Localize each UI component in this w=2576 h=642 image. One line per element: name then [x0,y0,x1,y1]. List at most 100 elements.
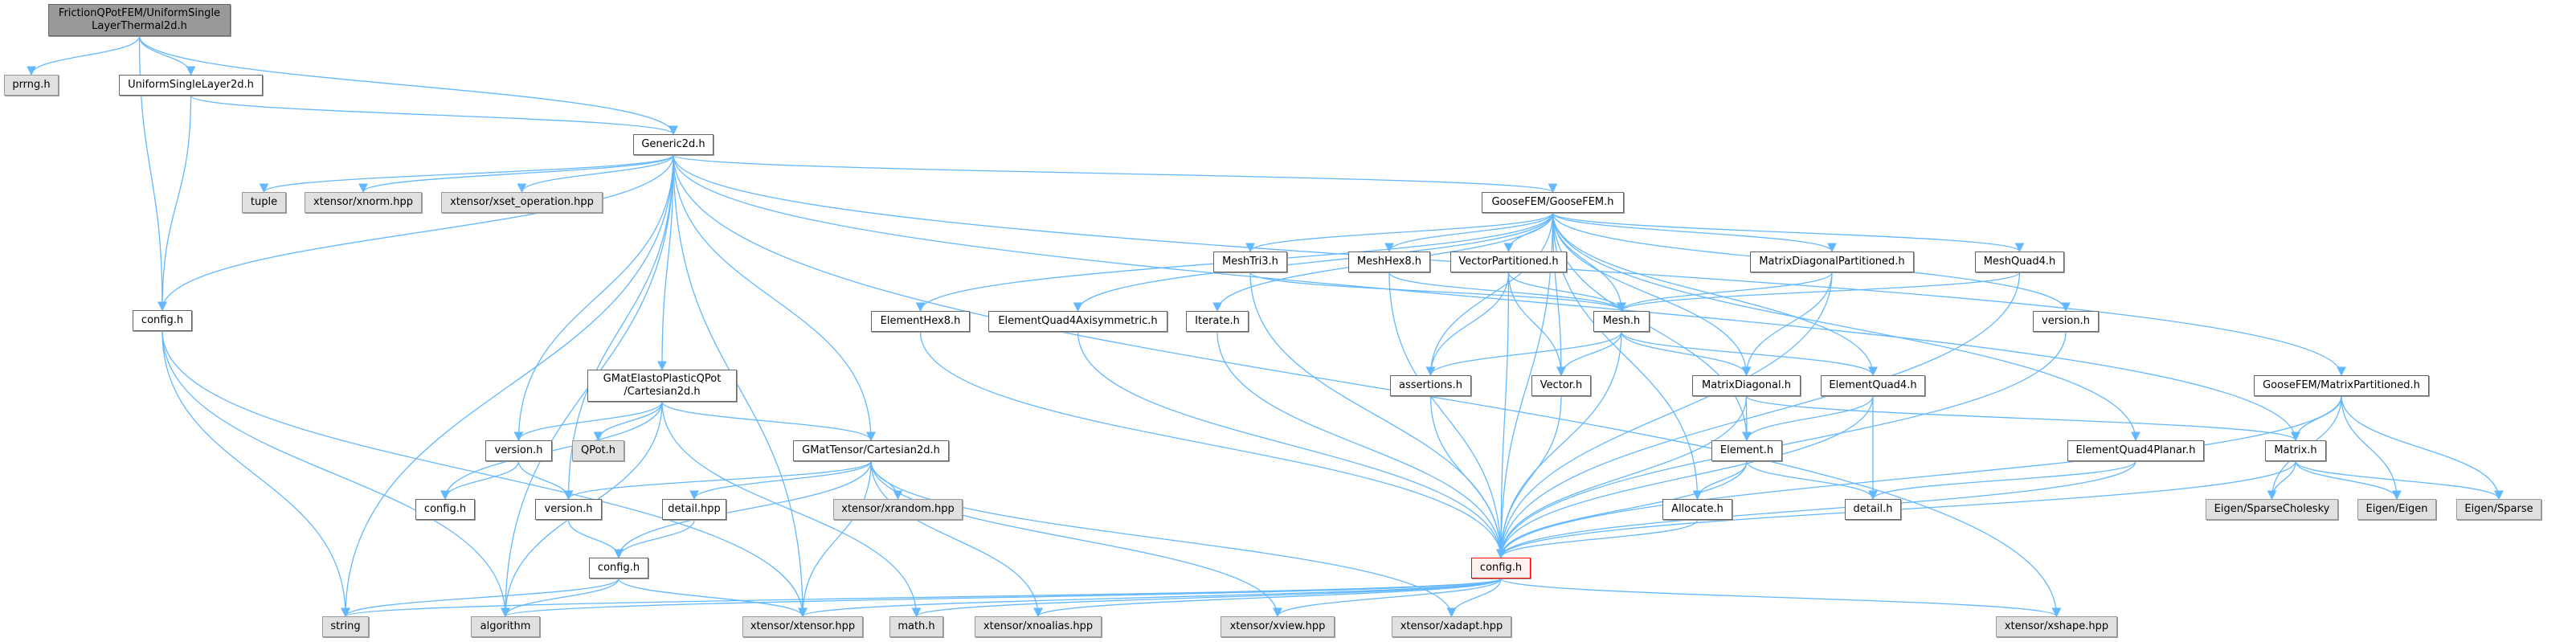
edge-matPart-to-configR [1496,395,2342,559]
node-eq4planar[interactable]: ElementQuad4Planar.h [2067,440,2204,461]
edge-eq4axi-to-configR [1077,331,1506,559]
node-allocate[interactable]: Allocate.h [1662,499,1732,520]
node-tuple: tuple [242,192,286,213]
node-mat-part[interactable]: GooseFEM/MatrixPartitioned.h [2254,375,2429,396]
node-vec-part[interactable]: VectorPartitioned.h [1450,251,1567,272]
node-xshape: xtensor/xshape.hpp [1996,616,2117,637]
node-sparse-chol: Eigen/SparseCholesky [2206,499,2338,520]
edge-gmatEP-to-version1 [513,401,663,442]
node-xtensor: xtensor/xtensor.hpp [742,616,863,637]
edge-eq4-to-element [1742,395,1874,442]
node-config3[interactable]: config.h [589,558,648,579]
node-version1[interactable]: version.h [485,440,552,461]
node-config-l[interactable]: config.h [133,310,192,331]
node-mesh-quad4[interactable]: MeshQuad4.h [1975,251,2064,272]
edge-element-to-detailh [1746,460,1878,501]
node-mesh-hex8[interactable]: MeshHex8.h [1348,251,1430,272]
edge-gmatT-to-detailhpp [689,460,872,501]
edge-configR-to-math [911,578,1502,618]
node-version2[interactable]: version.h [535,499,602,520]
edge-mdp-to-matrixDiag [1741,272,1833,377]
node-gmat-t[interactable]: GMatTensor/Cartesian2d.h [793,440,949,461]
edge-gooseFEM-to-eq4 [1552,212,1878,377]
edge-mdp-to-mesh [1617,272,1833,313]
edge-vecPart-to-mesh [1507,272,1626,313]
edge-gooseFEM-to-meshHex8 [1384,212,1554,253]
edge-matrixDiag-to-configR [1496,395,1748,559]
node-element-hex8[interactable]: ElementHex8.h [871,311,970,332]
edge-version2-to-config3 [567,519,624,559]
node-gmat-e-p[interactable]: GMatElastoPlasticQPot /Cartesian2d.h [587,370,737,402]
edge-configR-to-xadapt [1446,578,1502,618]
edge-version1-to-config2 [440,460,520,501]
node-mesh-tri3[interactable]: MeshTri3.h [1213,251,1287,272]
edge-eq4planar-to-configR [1496,460,2136,559]
edge-gmatT-to-config3 [614,460,872,559]
edge-usl2d-to-generic [190,95,678,136]
edge-generic-to-matrix [673,154,2300,442]
edge-generic-to-xset [517,154,674,194]
edge-gooseFEM-to-meshTri3 [1245,212,1554,253]
edge-gooseFEM-to-mdp [1552,212,1837,253]
edge-generic-to-xnorm [358,154,674,194]
edge-gmatT-to-xtensor [798,460,872,618]
node-detailhpp[interactable]: detail.hpp [662,499,726,520]
edge-gooseFEM-to-assertions [1425,212,1554,377]
edge-gooseFEM-to-meshQuad4 [1552,212,2025,253]
edge-generic-to-configL [157,154,674,312]
edge-allocate-to-configR [1496,519,1699,559]
node-eq4[interactable]: ElementQuad4.h [1821,375,1925,396]
node-xset: xtensor/xset_operation.hpp [441,192,603,213]
node-xrandom: xtensor/xrandom.hpp [833,499,963,520]
edge-root-to-usl2d [138,35,196,76]
edge-detailhpp-to-config3 [614,519,695,559]
edge-gmatEP-to-gmatT [661,401,876,442]
edge-mesh-to-assertions [1425,331,1622,377]
edge-gooseFEM-to-eq4axi [1073,212,1554,313]
node-root: FrictionQPotFEM/UniformSingle LayerTherm… [48,4,231,36]
edge-matPart-to-eigen [2341,395,2402,501]
edge-meshTri3-to-mesh [1249,272,1626,313]
node-iterate[interactable]: Iterate.h [1186,311,1249,332]
node-matrix[interactable]: Matrix.h [2265,440,2326,461]
edge-matrixDiag-to-element [1742,395,1752,442]
edge-vecPart-to-assertions [1425,272,1510,377]
node-vector[interactable]: Vector.h [1531,375,1591,396]
node-eq4axi[interactable]: ElementQuad4Axisymmetric.h [988,311,1167,332]
node-mesh[interactable]: Mesh.h [1593,311,1650,332]
edge-meshQuad4-to-mesh [1617,272,2021,313]
edge-generic-to-gmatT [673,154,876,442]
edge-config3-to-algorithm [501,578,619,618]
edge-generic-to-gooseFEM [673,154,1557,194]
node-xnoalias: xtensor/xnoalias.hpp [975,616,1102,637]
node-usl2d[interactable]: UniformSingleLayer2d.h [119,75,263,96]
node-assertions[interactable]: assertions.h [1390,375,1471,396]
node-mdp[interactable]: MatrixDiagonalPartitioned.h [1750,251,1914,272]
node-eigen: Eigen/Eigen [2357,499,2436,520]
edge-configR-to-string [341,578,1502,618]
node-goose-f-e-m[interactable]: GooseFEM/GooseFEM.h [1482,192,1624,213]
edge-meshTri3-to-configR [1249,272,1506,559]
node-config-r[interactable]: config.h [1471,558,1531,579]
edge-gmatEP-to-math [661,401,922,618]
node-xview: xtensor/xview.hpp [1221,616,1335,637]
edge-usl2d-to-configL [157,95,192,312]
edge-generic-to-xtensor [673,154,808,618]
edge-gmatT-to-xview [870,460,1282,618]
edge-vector-to-configR [1496,395,1562,559]
node-generic[interactable]: Generic2d.h [633,134,714,155]
node-matrix-diag[interactable]: MatrixDiagonal.h [1692,375,1801,396]
node-config2[interactable]: config.h [415,499,475,520]
edge-root-to-prrng [27,35,141,76]
node-version-g[interactable]: version.h [2033,311,2099,332]
node-xnorm: xtensor/xnorm.hpp [305,192,422,213]
node-prrng: prrng.h [4,75,59,96]
node-detailh[interactable]: detail.h [1845,499,1901,520]
node-element[interactable]: Element.h [1711,440,1782,461]
edge-matrixDiag-to-matrix [1745,395,2300,442]
edge-configR-to-xshape [1500,578,2062,618]
edge-elementHex8-to-configR [919,331,1506,559]
edge-configR-to-xnoalias [1033,578,1502,618]
edge-meshQuad4-to-configR [1496,272,2021,559]
